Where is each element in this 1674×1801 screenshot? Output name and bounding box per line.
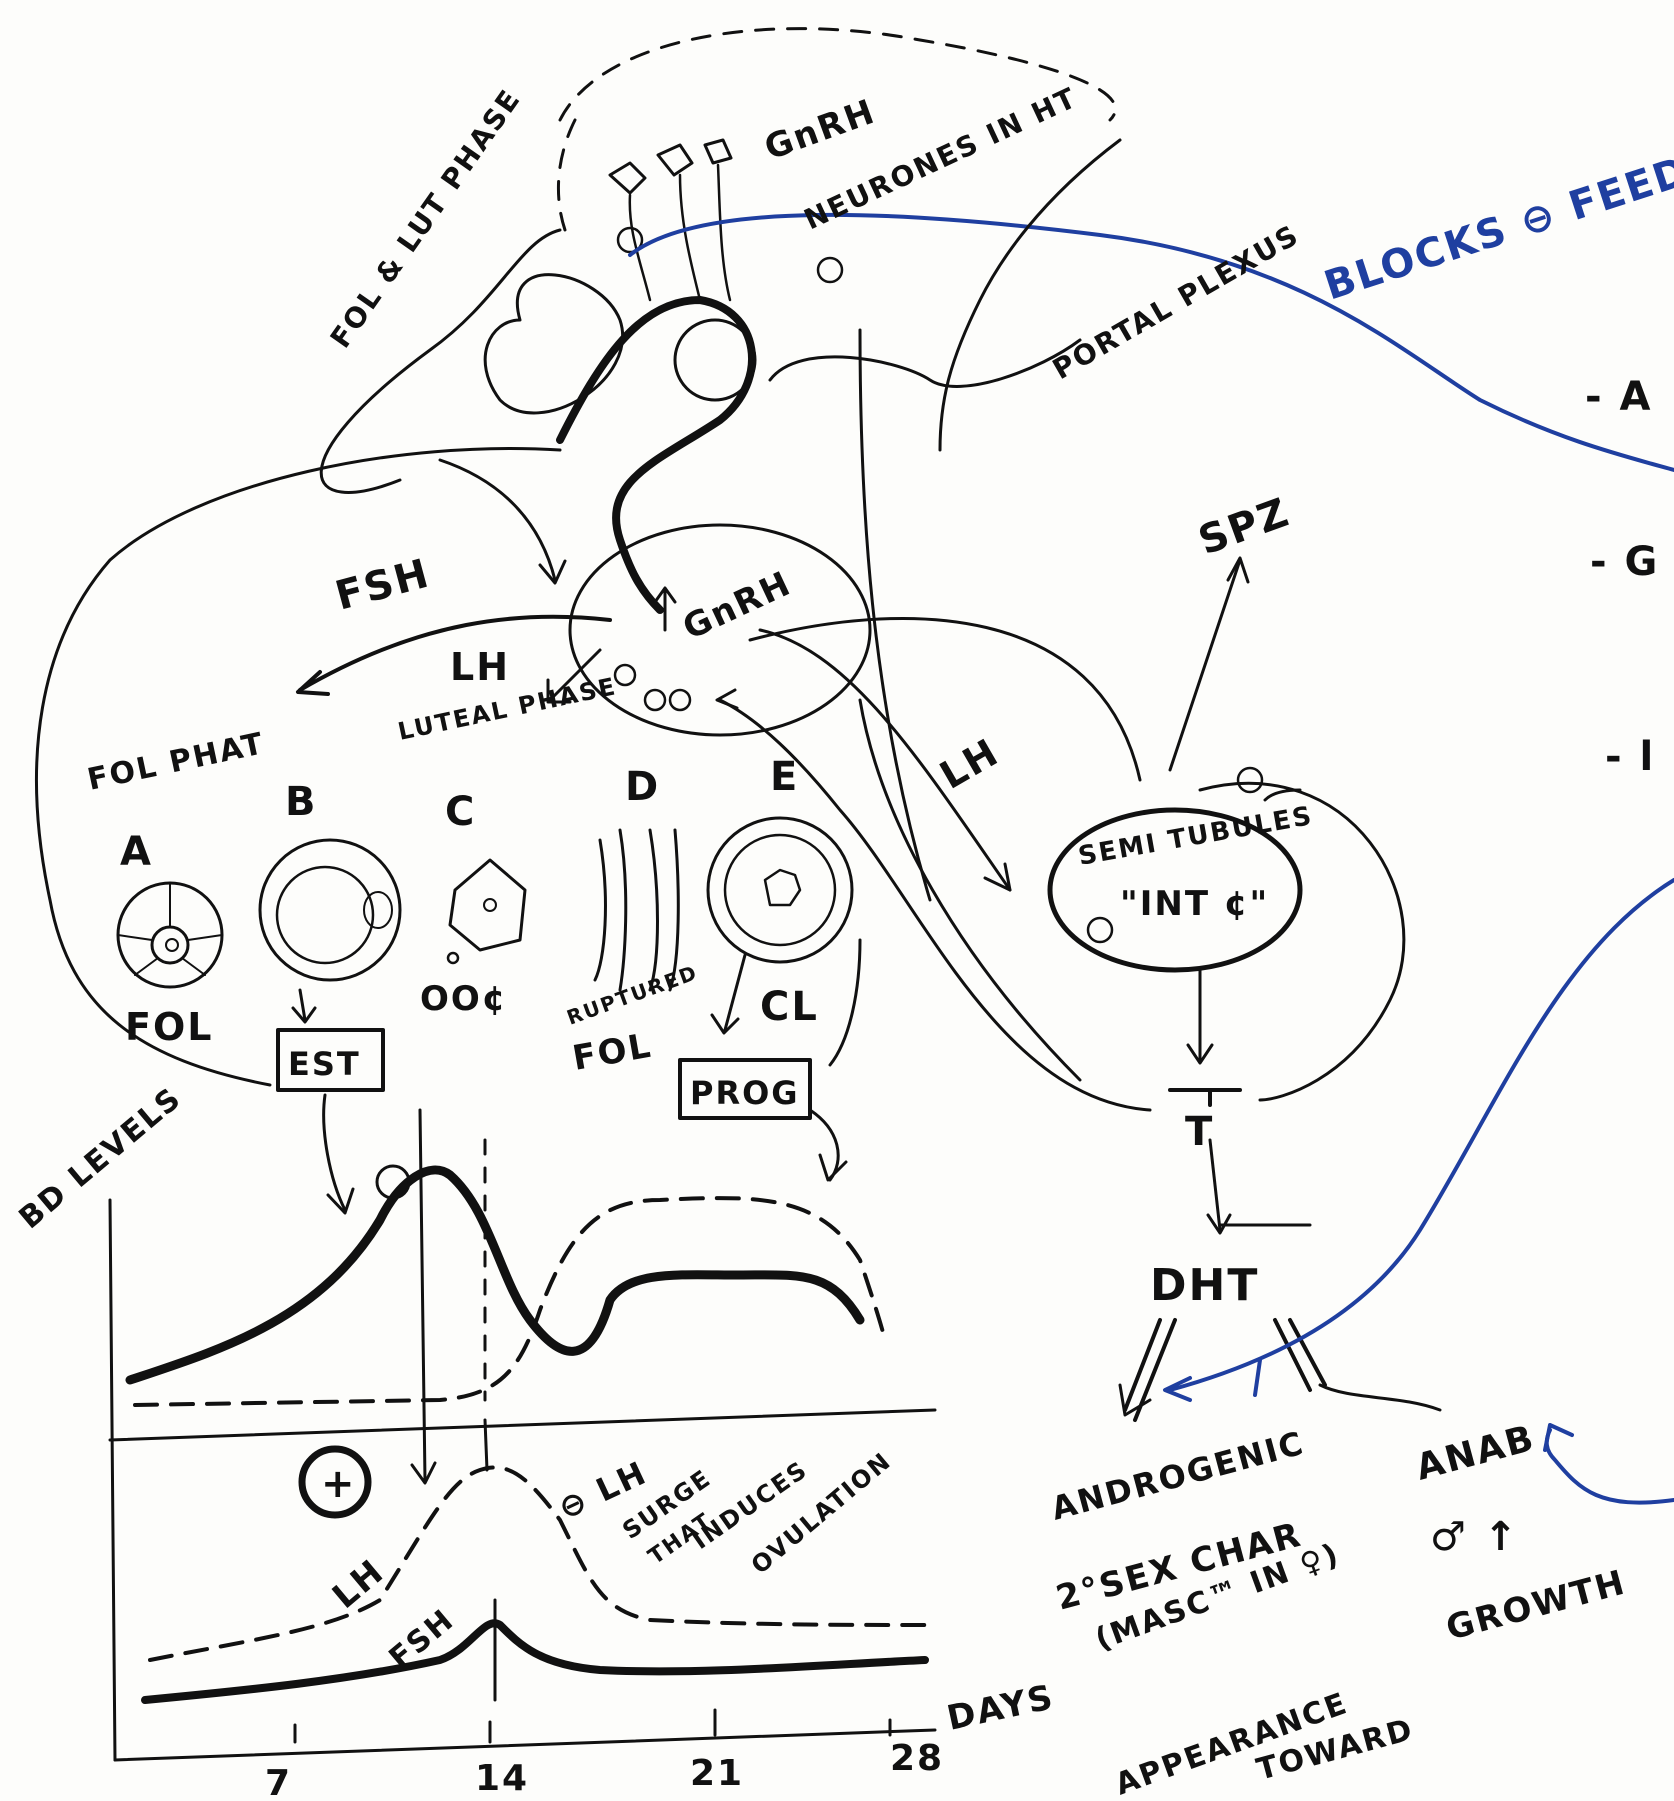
label-growth: GROWTH — [1442, 1562, 1630, 1648]
label-fol-phase: FOL PHAT — [84, 726, 267, 798]
label-int-cell: "INT ¢" — [1120, 884, 1269, 924]
label-semi-tubules: SEMI TUBULES — [1076, 801, 1316, 872]
label-lh-curve: LH — [325, 1551, 392, 1616]
label-t: T — [1185, 1109, 1214, 1155]
label-lh-right: LH — [933, 730, 1007, 798]
label-bd-levels: BD LEVELS — [13, 1081, 189, 1237]
label-fsh-arrow: FSH — [331, 550, 435, 619]
label-gnrh-top: GnRH — [759, 92, 881, 169]
day-tick-14: 14 — [475, 1758, 529, 1799]
day-tick-28: 28 — [890, 1738, 944, 1779]
label-right-edge-l: - l — [1605, 734, 1655, 780]
label-dht: DHT — [1150, 1260, 1259, 1311]
stage-label-a: A — [120, 829, 153, 875]
label-cl: CL — [760, 984, 819, 1030]
label-fol-d: FOL — [570, 1026, 656, 1079]
stage-label-e: E — [770, 754, 799, 800]
label-ruptured: RUPTURED — [564, 960, 702, 1030]
label-right-edge-g: - G — [1590, 539, 1659, 585]
label-surge-5: OVULATION — [746, 1447, 897, 1580]
label-plus: + — [321, 1461, 357, 1507]
day-tick-7: 7 — [265, 1763, 292, 1801]
label-gnrh-mid: GnRH — [677, 563, 798, 648]
label-anab: ANAB — [1412, 1418, 1540, 1489]
label-male-up: ♂ ↑ — [1430, 1514, 1519, 1560]
label-androgenic: ANDROGENIC — [1047, 1424, 1308, 1528]
label-fol-lut-phase: FOL & LUT PHASE — [324, 83, 528, 354]
label-oo-cell: OO¢ — [420, 979, 507, 1019]
label-blocks-neg-feedback: BLOCKS ⊖ FEEDBACK — [1319, 108, 1674, 309]
stage-label-d: D — [625, 764, 660, 810]
label-days: DAYS — [944, 1677, 1058, 1739]
label-prog: PROG — [690, 1074, 800, 1112]
label-fsh-curve: FSH — [383, 1602, 462, 1676]
day-tick-21: 21 — [690, 1753, 744, 1794]
label-fol-a: FOL — [125, 1005, 213, 1049]
label-est: EST — [288, 1045, 361, 1083]
stage-label-b: B — [285, 779, 318, 825]
stage-label-c: C — [445, 789, 476, 835]
label-portal-plexus: PORTAL PLEXUS — [1047, 218, 1305, 386]
label-spz: SPZ — [1193, 489, 1296, 564]
label-lh-left: LH — [450, 645, 510, 689]
label-right-edge-a: - A — [1585, 374, 1652, 420]
